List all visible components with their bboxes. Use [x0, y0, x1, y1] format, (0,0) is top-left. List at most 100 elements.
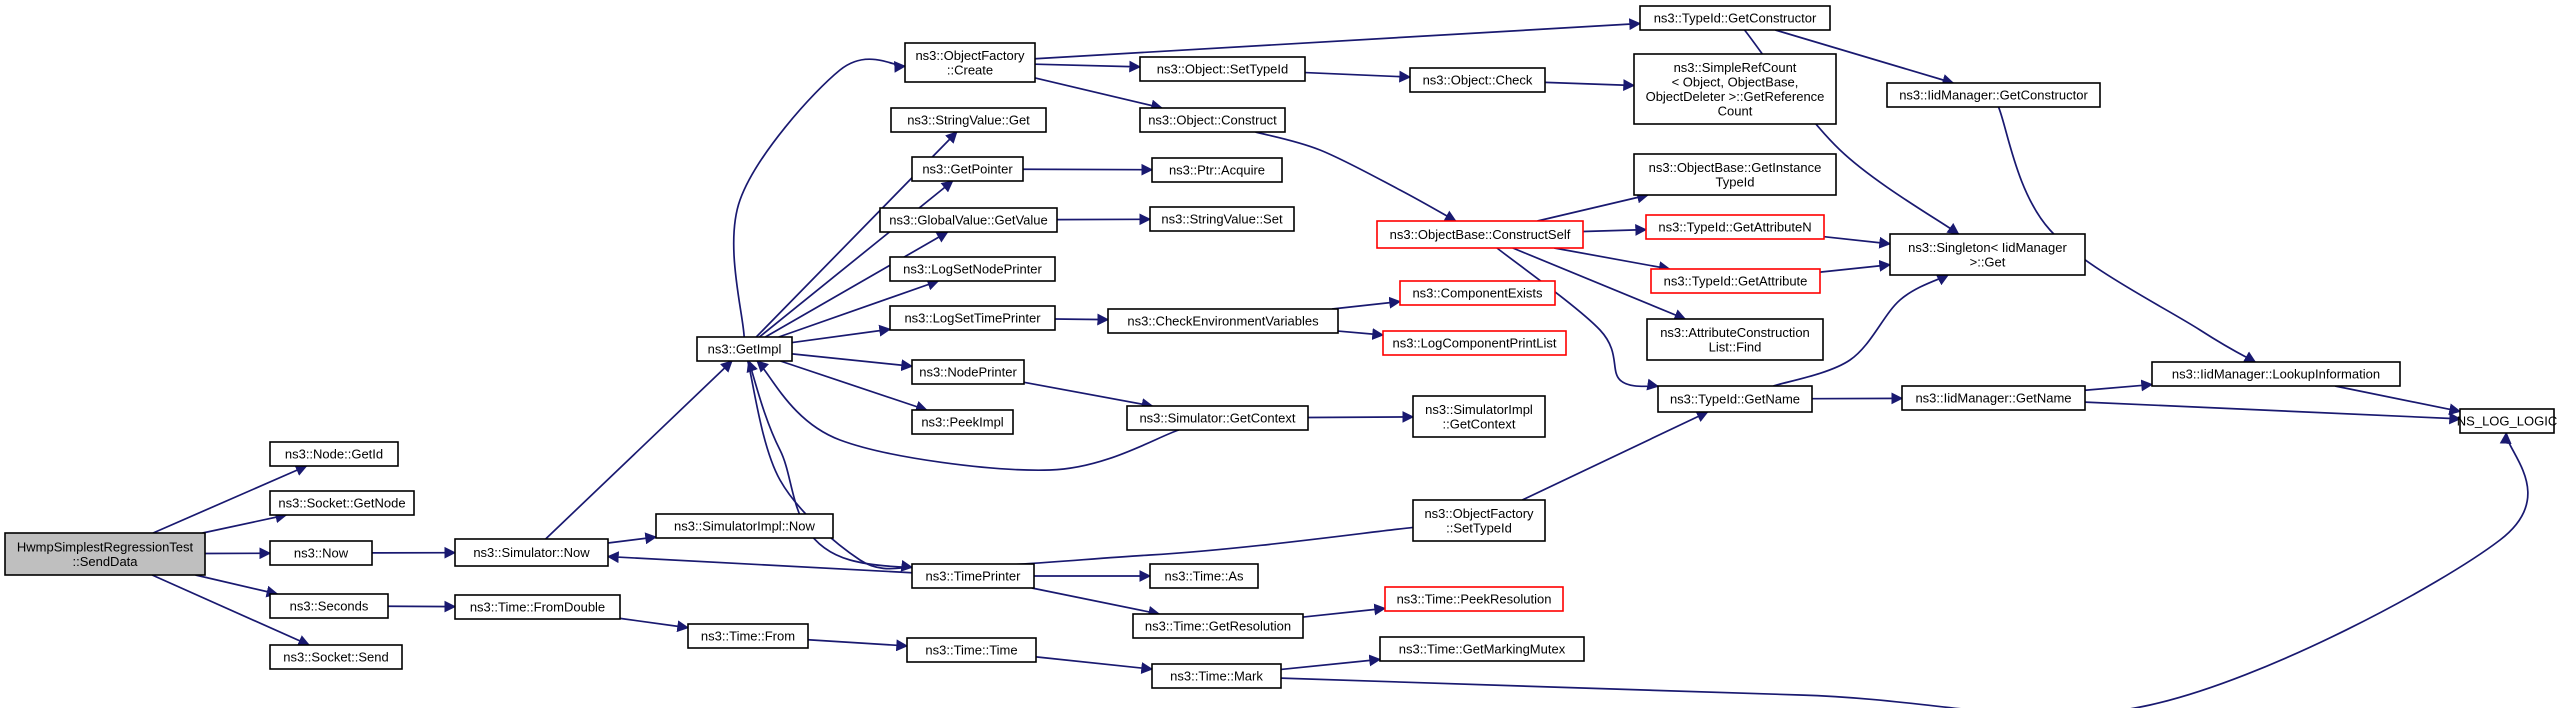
node-ofcreate[interactable]: ns3::ObjectFactory::Create — [904, 42, 1036, 83]
node-logtimeprinter[interactable]: ns3::LogSetTimePrinter — [889, 305, 1056, 331]
node-getpointer[interactable]: ns3::GetPointer — [911, 156, 1024, 182]
node-box[interactable] — [1126, 405, 1309, 431]
node-box[interactable] — [1886, 82, 2101, 108]
node-getimpl[interactable]: ns3::GetImpl — [696, 336, 793, 362]
node-box[interactable] — [454, 538, 609, 567]
node-fromdouble[interactable]: ns3::Time::FromDouble — [454, 594, 621, 620]
node-box[interactable] — [269, 644, 403, 670]
node-box[interactable] — [1139, 56, 1306, 82]
node-simplerefcount[interactable]: ns3::SimpleRefCount< Object, ObjectBase,… — [1633, 53, 1837, 125]
node-box[interactable] — [687, 623, 809, 649]
node-box[interactable] — [454, 594, 621, 620]
node-peekresolution[interactable]: ns3::Time::PeekResolution — [1384, 586, 1564, 612]
node-box[interactable] — [879, 207, 1058, 233]
node-timefrom[interactable]: ns3::Time::From — [687, 623, 809, 649]
node-box[interactable] — [269, 540, 373, 566]
node-box[interactable] — [890, 107, 1047, 133]
node-timemark[interactable]: ns3::Time::Mark — [1151, 663, 1282, 689]
node-box[interactable] — [1633, 153, 1837, 196]
node-now[interactable]: ns3::Now — [269, 540, 373, 566]
node-box[interactable] — [1149, 206, 1295, 232]
node-box[interactable] — [1399, 280, 1556, 306]
node-box[interactable] — [1645, 214, 1825, 240]
node-gvgetvalue[interactable]: ns3::GlobalValue::GetValue — [879, 207, 1058, 233]
node-getmarkingmutex[interactable]: ns3::Time::GetMarkingMutex — [1379, 636, 1585, 662]
node-box[interactable] — [1151, 663, 1282, 689]
node-box[interactable] — [1657, 385, 1813, 413]
node-box[interactable] — [1639, 5, 1831, 31]
node-lookupinfo[interactable]: ns3::IidManager::LookupInformation — [2151, 361, 2401, 387]
node-box[interactable] — [1149, 563, 1259, 589]
node-box[interactable] — [269, 490, 415, 516]
node-svget[interactable]: ns3::StringValue::Get — [890, 107, 1047, 133]
node-box[interactable] — [1107, 308, 1339, 334]
node-box[interactable] — [655, 513, 834, 539]
node-box[interactable] — [1412, 395, 1546, 438]
node-box[interactable] — [911, 563, 1035, 589]
node-getid[interactable]: ns3::Node::GetId — [269, 441, 399, 467]
node-root[interactable]: HwmpSimplestRegressionTest::SendData — [4, 532, 206, 576]
node-lognodeprinter[interactable]: ns3::LogSetNodePrinter — [889, 256, 1056, 282]
node-box[interactable] — [904, 42, 1036, 83]
node-ssend[interactable]: ns3::Socket::Send — [269, 644, 403, 670]
node-box[interactable] — [1889, 233, 2086, 276]
node-timeas[interactable]: ns3::Time::As — [1149, 563, 1259, 589]
node-getattribute[interactable]: ns3::TypeId::GetAttribute — [1650, 268, 1821, 294]
node-box[interactable] — [911, 156, 1024, 182]
node-checkenv[interactable]: ns3::CheckEnvironmentVariables — [1107, 308, 1339, 334]
node-ofsettypeid[interactable]: ns3::ObjectFactory::SetTypeId — [1412, 499, 1546, 542]
node-objsettypeid[interactable]: ns3::Object::SetTypeId — [1139, 56, 1306, 82]
node-box[interactable] — [1901, 385, 2086, 411]
node-box[interactable] — [906, 637, 1037, 663]
node-box[interactable] — [696, 336, 793, 362]
node-simimplnow[interactable]: ns3::SimulatorImpl::Now — [655, 513, 834, 539]
node-simimplgetcontext[interactable]: ns3::SimulatorImpl::GetContext — [1412, 395, 1546, 438]
node-iidgetconstructor[interactable]: ns3::IidManager::GetConstructor — [1886, 82, 2101, 108]
node-componentexists[interactable]: ns3::ComponentExists — [1399, 280, 1556, 306]
node-tidgetconstructor[interactable]: ns3::TypeId::GetConstructor — [1639, 5, 1831, 31]
node-box[interactable] — [1139, 107, 1286, 133]
node-seconds[interactable]: ns3::Seconds — [269, 593, 389, 619]
node-box[interactable] — [911, 409, 1014, 435]
node-simgetcontext[interactable]: ns3::Simulator::GetContext — [1126, 405, 1309, 431]
node-iidgetname[interactable]: ns3::IidManager::GetName — [1901, 385, 2086, 411]
node-box[interactable] — [1646, 318, 1824, 361]
node-nslog[interactable]: NS_LOG_LOGIC — [2457, 408, 2557, 434]
node-box[interactable] — [1132, 613, 1304, 639]
node-svset[interactable]: ns3::StringValue::Set — [1149, 206, 1295, 232]
node-box[interactable] — [269, 593, 389, 619]
node-constructself[interactable]: ns3::ObjectBase::ConstructSelf — [1376, 220, 1584, 249]
node-box[interactable] — [1412, 499, 1546, 542]
node-box[interactable] — [1382, 330, 1567, 356]
node-logcomponentprintlist[interactable]: ns3::LogComponentPrintList — [1382, 330, 1567, 356]
node-getattributen[interactable]: ns3::TypeId::GetAttributeN — [1645, 214, 1825, 240]
node-box[interactable] — [911, 359, 1025, 385]
node-nodeprinter[interactable]: ns3::NodePrinter — [911, 359, 1025, 385]
node-box[interactable] — [1384, 586, 1564, 612]
node-box[interactable] — [889, 305, 1056, 331]
node-box[interactable] — [269, 441, 399, 467]
node-box[interactable] — [2151, 361, 2401, 387]
node-objcheck[interactable]: ns3::Object::Check — [1409, 67, 1546, 93]
node-getresolution[interactable]: ns3::Time::GetResolution — [1132, 613, 1304, 639]
node-singletonget[interactable]: ns3::Singleton< IidManager>::Get — [1889, 233, 2086, 276]
node-box[interactable] — [4, 532, 206, 576]
node-objconstruct[interactable]: ns3::Object::Construct — [1139, 107, 1286, 133]
node-box[interactable] — [1379, 636, 1585, 662]
node-ptracquire[interactable]: ns3::Ptr::Acquire — [1151, 157, 1283, 183]
node-box[interactable] — [1650, 268, 1821, 294]
node-box[interactable] — [889, 256, 1056, 282]
node-box[interactable] — [1151, 157, 1283, 183]
node-timeprinter[interactable]: ns3::TimePrinter — [911, 563, 1035, 589]
node-sgetnode[interactable]: ns3::Socket::GetNode — [269, 490, 415, 516]
node-box[interactable] — [1409, 67, 1546, 93]
node-box[interactable] — [2459, 408, 2555, 434]
node-peekimpl[interactable]: ns3::PeekImpl — [911, 409, 1014, 435]
node-tidgetname[interactable]: ns3::TypeId::GetName — [1657, 385, 1813, 413]
node-box[interactable] — [1376, 220, 1584, 249]
node-simnow[interactable]: ns3::Simulator::Now — [454, 538, 609, 567]
node-box[interactable] — [1633, 53, 1837, 125]
node-timetime[interactable]: ns3::Time::Time — [906, 637, 1037, 663]
